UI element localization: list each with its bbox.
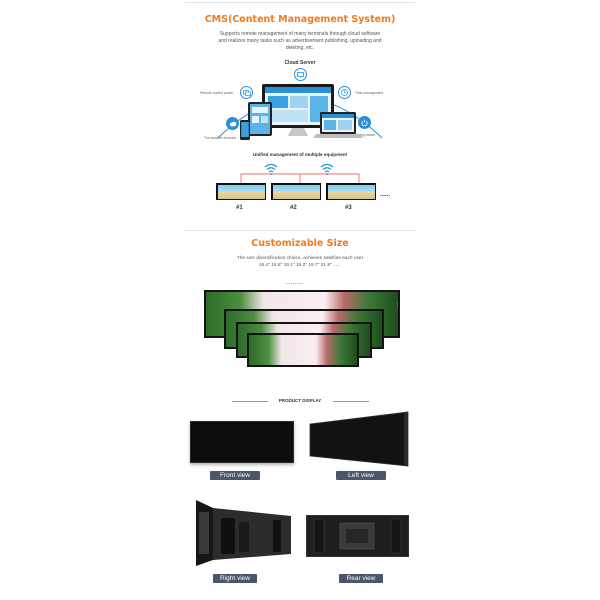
feature-label-weather: The weather forecast <box>204 136 236 140</box>
device-number-2: #2 <box>290 205 297 211</box>
feature-label-remote: Remote control poster <box>200 91 234 95</box>
device-strip-2 <box>271 183 321 200</box>
product-title: PRODUCT DISPLAY <box>278 398 322 403</box>
wifi-icon <box>264 163 278 175</box>
top-divider <box>185 2 415 3</box>
cloud-server-icon <box>294 68 307 81</box>
left-view-label: Left view <box>336 471 386 480</box>
right-view-image <box>196 500 291 566</box>
clock-icon <box>338 86 351 99</box>
devices-illustration <box>240 84 363 140</box>
right-view-label: Right view <box>213 574 257 583</box>
weather-icon <box>226 117 239 130</box>
more-devices: ...... <box>380 192 391 198</box>
connection-lines <box>240 173 360 183</box>
cloud-server-label: Cloud Server <box>284 60 316 66</box>
device-number-3: #3 <box>345 205 352 211</box>
front-view-label: Front view <box>210 471 260 480</box>
rear-view-label: Rear view <box>339 574 383 583</box>
device-strip-1 <box>216 183 266 200</box>
size-desc-line-1: The size diversification choice, achieve… <box>236 256 364 261</box>
product-rule-left <box>232 401 268 402</box>
wifi-icon <box>320 163 334 175</box>
front-view-image <box>190 421 294 463</box>
size-dots: ........ <box>286 280 304 286</box>
power-icon <box>358 116 371 129</box>
size-title: Customizable Size <box>251 238 349 249</box>
device-strip-3 <box>326 183 376 200</box>
sign-size-4 <box>247 333 359 367</box>
screens-icon <box>240 86 253 99</box>
feature-label-time: Time management <box>355 91 384 95</box>
device-number-1: #1 <box>236 205 243 211</box>
cms-title: CMS(Content Management System) <box>204 14 396 25</box>
left-view-image <box>309 411 409 467</box>
cms-desc-line-1: Supports remote management of many termi… <box>219 31 381 37</box>
size-desc-line-2: 16.4" 16.8" 19.1" 19.2" 19.7" 21.9" ....… <box>258 263 342 268</box>
section-divider <box>185 230 415 231</box>
rear-view-image <box>306 515 409 557</box>
unified-label: Unified management of multiple equipment <box>252 152 348 157</box>
feature-label-timing: Timing switch <box>355 133 376 137</box>
cms-desc-line-3: deleting, etc. <box>285 45 315 51</box>
product-rule-right <box>333 401 369 402</box>
cms-desc-line-2: and realizes many tasks such as advertis… <box>218 38 382 44</box>
